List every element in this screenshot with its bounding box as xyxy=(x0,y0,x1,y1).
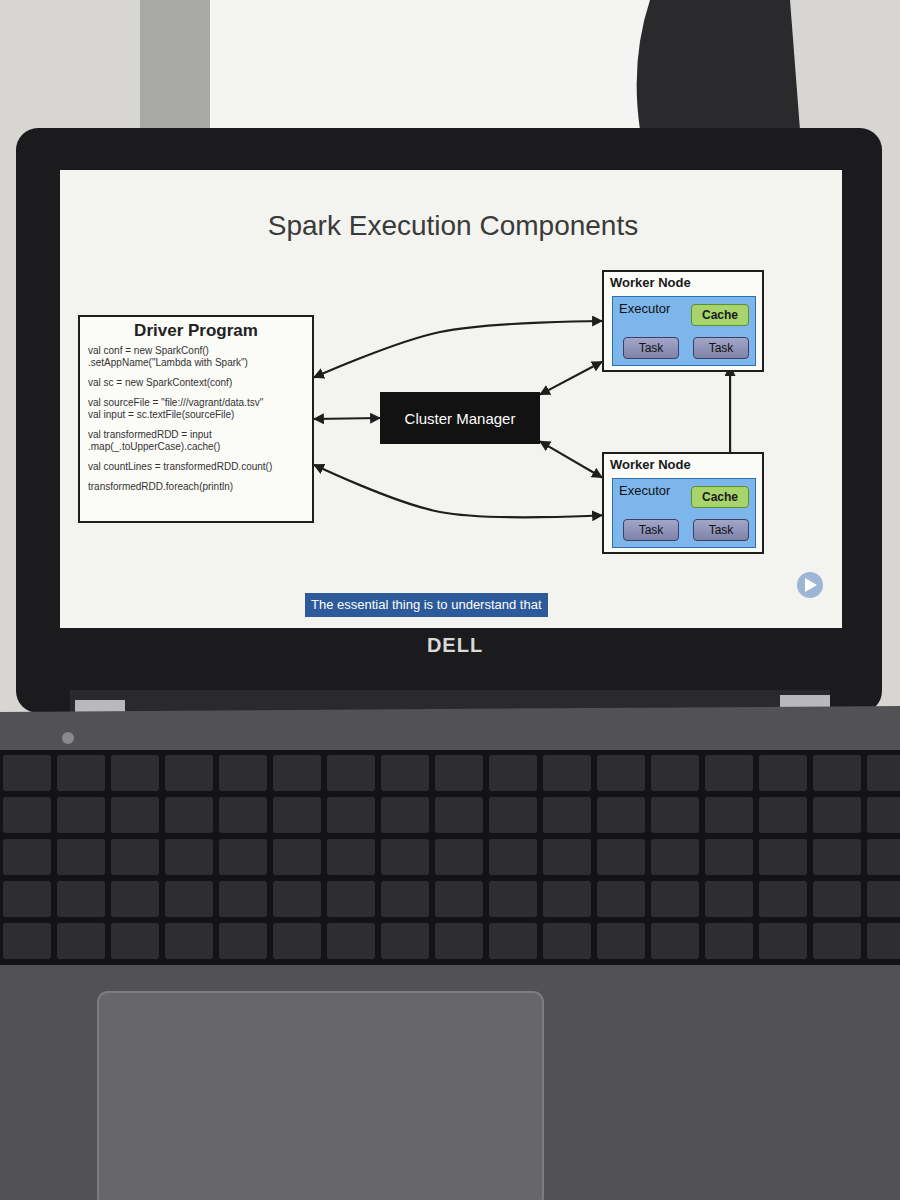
box-label: Task xyxy=(639,523,664,537)
laptop-lid xyxy=(16,128,882,713)
play-button xyxy=(797,572,823,598)
driver-box: Driver Program val conf = new SparkConf()… xyxy=(78,315,314,523)
power-button xyxy=(62,732,74,744)
code-line: transformedRDD.foreach(println) xyxy=(88,481,304,493)
window xyxy=(150,0,670,135)
box-label: Task xyxy=(709,523,734,537)
worker-node-box: Worker NodeExecutorCacheTaskTask xyxy=(602,452,764,554)
connector-arrow xyxy=(540,441,602,477)
box-label: Cache xyxy=(702,490,738,504)
worker-node-box: Worker NodeExecutorCacheTaskTask xyxy=(602,270,764,372)
chair xyxy=(637,0,800,130)
code-line: val countLines = transformedRDD.count() xyxy=(88,461,304,473)
code-line: val sourceFile = "file:///vagrant/data.t… xyxy=(88,397,304,409)
executor-box: ExecutorCacheTaskTask xyxy=(612,478,756,548)
task-box: Task xyxy=(693,337,749,359)
box-label: Worker Node xyxy=(610,275,756,290)
cluster-manager-box: Cluster Manager xyxy=(380,392,540,444)
brand-logo: DELL xyxy=(410,634,500,657)
task-box: Task xyxy=(623,519,679,541)
keys xyxy=(0,752,900,964)
box-label: Task xyxy=(709,341,734,355)
executor-box: ExecutorCacheTaskTask xyxy=(612,296,756,366)
code-line: val conf = new SparkConf() .setAppName("… xyxy=(88,345,304,369)
task-box: Task xyxy=(623,337,679,359)
touchpad xyxy=(98,992,543,1200)
box-label: Cache xyxy=(702,308,738,322)
keyboard xyxy=(0,750,900,965)
box-label: Task xyxy=(639,341,664,355)
connector-arrow xyxy=(314,465,602,518)
cache-box: Cache xyxy=(691,304,749,326)
connector-arrow xyxy=(314,418,380,419)
connector-arrow xyxy=(540,362,602,395)
node-heading: Driver Program xyxy=(88,321,304,341)
slide-title: Spark Execution Components xyxy=(62,210,844,242)
box-label: Cluster Manager xyxy=(405,410,516,427)
code-line: val sc = new SparkContext(conf) xyxy=(88,377,304,389)
play-icon xyxy=(805,578,817,592)
curtain xyxy=(140,0,210,135)
code-line: val input = sc.textFile(sourceFile) xyxy=(88,409,304,421)
connector-arrow xyxy=(314,321,602,377)
code-line: val transformedRDD = input .map(_.toUppe… xyxy=(88,429,304,453)
box-label: Worker Node xyxy=(610,457,756,472)
task-box: Task xyxy=(693,519,749,541)
subtitle: The essential thing is to understand tha… xyxy=(305,593,548,617)
cache-box: Cache xyxy=(691,486,749,508)
